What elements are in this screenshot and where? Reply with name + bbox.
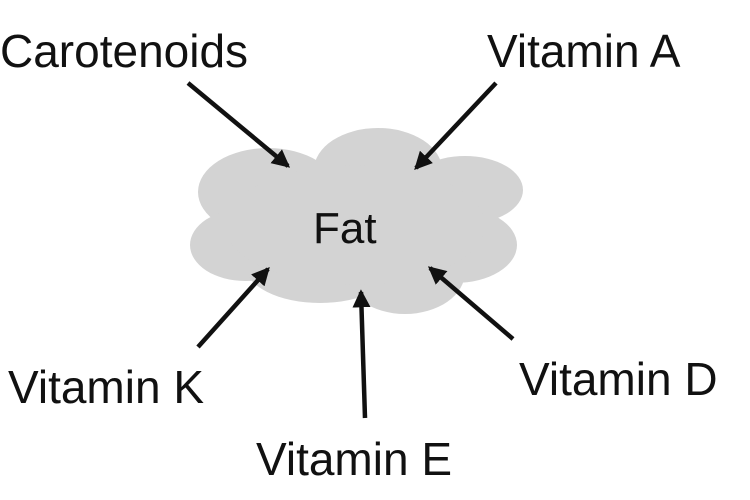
arrow-vitamin-e: [352, 289, 371, 419]
nutrient-label-vitamin-e: Vitamin E: [256, 433, 453, 485]
arrow-carotenoids: [186, 81, 291, 168]
arrow-vitamin-a: [414, 81, 498, 170]
fat-cloud: [190, 128, 523, 314]
nutrient-label-vitamin-k: Vitamin K: [8, 361, 205, 413]
nutrient-label-carotenoids: Carotenoids: [0, 25, 249, 77]
arrows: [186, 81, 515, 419]
nutrient-label-vitamin-d: Vitamin D: [519, 353, 718, 405]
center-label: Fat: [313, 204, 377, 253]
arrow-vitamin-k: [196, 266, 270, 349]
nutrient-label-vitamin-a: Vitamin A: [487, 25, 681, 77]
arrow-vitamin-d: [427, 266, 515, 341]
